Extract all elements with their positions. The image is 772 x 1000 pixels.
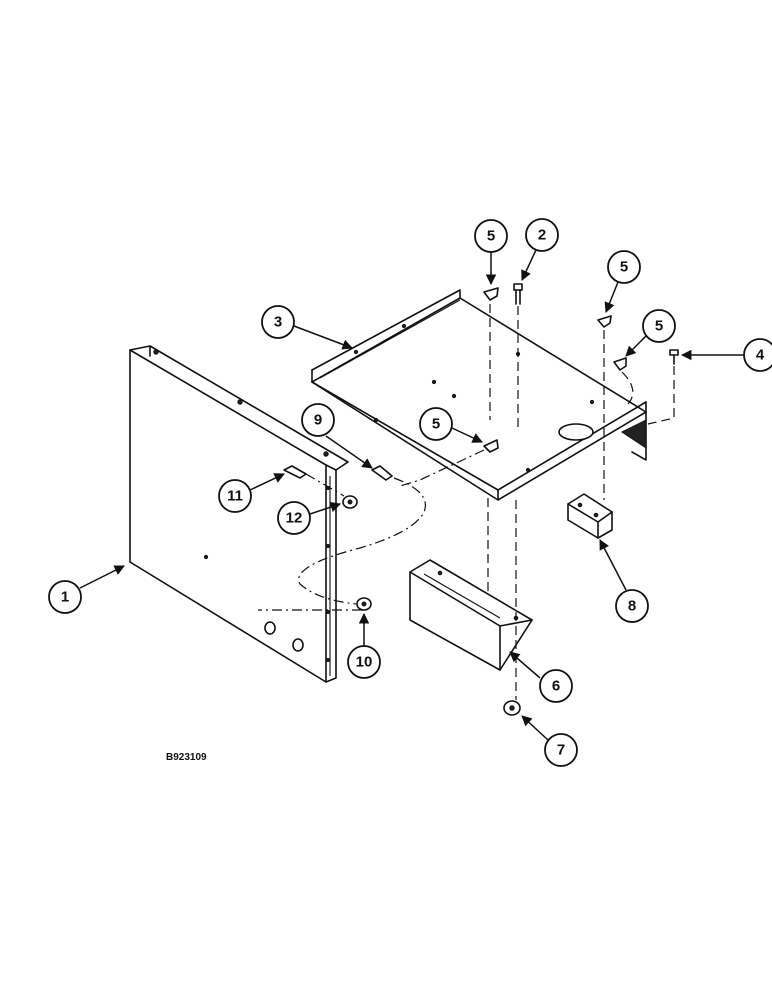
callout-1-label: 1 <box>61 589 69 606</box>
bolt-2 <box>513 283 523 305</box>
callout-7-label: 7 <box>557 742 565 759</box>
callout-7: 7 <box>521 715 578 767</box>
callout-12-label: 12 <box>286 510 303 527</box>
callout-5-right-label: 5 <box>655 318 663 335</box>
callout-11-label: 11 <box>227 488 243 505</box>
nut-10 <box>356 597 372 611</box>
callout-8: 8 <box>599 539 649 623</box>
callout-4-label: 4 <box>756 347 765 364</box>
callout-9-label: 9 <box>314 412 322 429</box>
callout-12: 12 <box>277 501 341 535</box>
callout-6-label: 6 <box>552 678 560 695</box>
callout-10: 10 <box>347 612 381 679</box>
nut-7 <box>503 700 521 716</box>
fastener-5-right-upper <box>597 315 612 328</box>
callout-2: 2 <box>521 218 559 281</box>
callouts: 1 2 3 4 5 5 <box>48 218 772 767</box>
assembly-lines <box>258 304 675 700</box>
angle-bracket-part <box>567 493 613 539</box>
callout-5-top-label: 5 <box>487 228 495 245</box>
callout-5-center-label: 5 <box>432 416 440 433</box>
callout-4: 4 <box>680 338 772 372</box>
hardware-parts <box>283 283 679 716</box>
callout-8-label: 8 <box>628 598 636 615</box>
callout-5-top: 5 <box>474 219 508 286</box>
nut-12 <box>342 495 358 509</box>
fastener-5-top <box>483 287 499 301</box>
callout-5-right-upper: 5 <box>604 250 641 313</box>
callout-3: 3 <box>261 305 353 350</box>
callout-5-center: 5 <box>419 407 483 443</box>
callout-9: 9 <box>301 403 373 469</box>
fastener-5-center <box>483 439 499 453</box>
side-panel-part <box>129 345 349 683</box>
callout-2-label: 2 <box>538 227 546 244</box>
screw-4 <box>669 349 679 365</box>
callout-11: 11 <box>218 473 285 513</box>
callout-5-right: 5 <box>625 309 676 357</box>
callout-10-label: 10 <box>356 654 373 671</box>
callout-6: 6 <box>509 651 573 703</box>
callout-5-right-upper-label: 5 <box>620 259 628 276</box>
screw-9 <box>371 465 393 481</box>
figure-id-label: B923109 <box>166 752 207 763</box>
lower-bracket-part <box>409 559 533 671</box>
top-tray-part <box>311 289 647 501</box>
callout-3-label: 3 <box>274 314 282 331</box>
fastener-5-right <box>613 357 627 371</box>
callout-1: 1 <box>48 565 125 614</box>
